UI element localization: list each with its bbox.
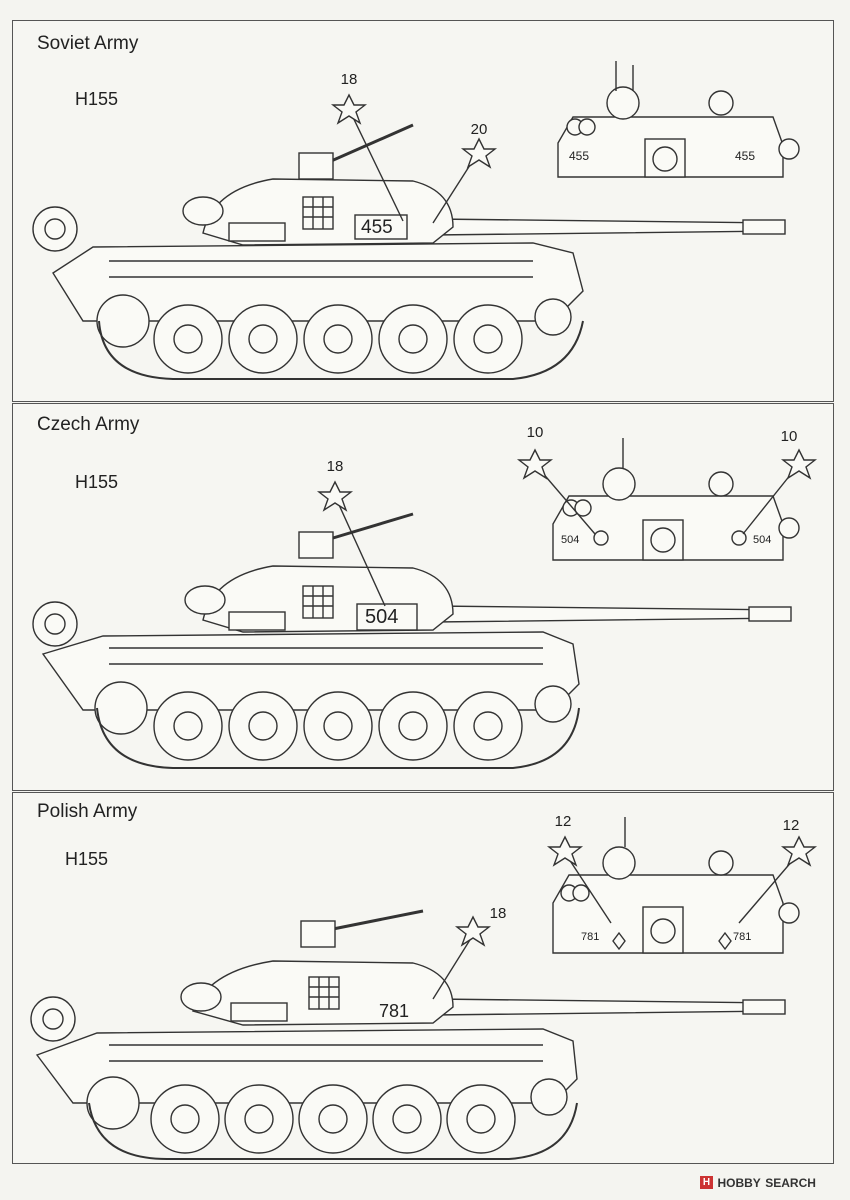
callout-18: 18 [340, 71, 358, 88]
turret-number-decal-right: 504 [753, 534, 772, 546]
tank-side-view [30, 817, 818, 1160]
panel-title: Czech Army [37, 414, 140, 435]
decal-code: H155 [75, 472, 119, 492]
panel-czech-army: Czech Army H155 [12, 403, 834, 791]
turret-number-decal-right: 455 [735, 149, 756, 163]
callout-18: 18 [489, 905, 507, 922]
callout-10-left: 10 [526, 424, 544, 441]
hull-number-decal: 504 [365, 606, 399, 628]
turret-number-decal-right: 781 [733, 931, 752, 943]
callout-20: 20 [470, 121, 488, 138]
tank-side-view [32, 438, 818, 769]
decal-code: H155 [75, 89, 119, 109]
callout-12-right: 12 [782, 817, 800, 834]
turret-number-decal-left: 781 [581, 931, 600, 943]
callout-10-right: 10 [780, 428, 798, 445]
turret-number-decal-left: 455 [569, 149, 590, 163]
callout-18: 18 [326, 458, 344, 475]
logo-h-icon: H [700, 1176, 713, 1190]
watermark-suffix: SEARCH [765, 1175, 816, 1190]
decal-code: H155 [65, 849, 109, 869]
panel-title: Polish Army [37, 801, 138, 822]
panel-soviet-army: Soviet Army H155 [12, 20, 834, 402]
turret-number-decal-left: 504 [561, 534, 580, 546]
callout-12-left: 12 [554, 813, 572, 830]
panel-polish-army: Polish Army H155 [12, 792, 834, 1164]
hull-number-decal: 455 [361, 217, 393, 238]
panel-title: Soviet Army [37, 33, 139, 54]
hobby-search-watermark: H HOBBY SEARCH [700, 1174, 840, 1192]
watermark-brand: HOBBY [717, 1175, 761, 1190]
hull-number-decal: 781 [379, 1001, 410, 1021]
tank-side-view [32, 61, 800, 380]
